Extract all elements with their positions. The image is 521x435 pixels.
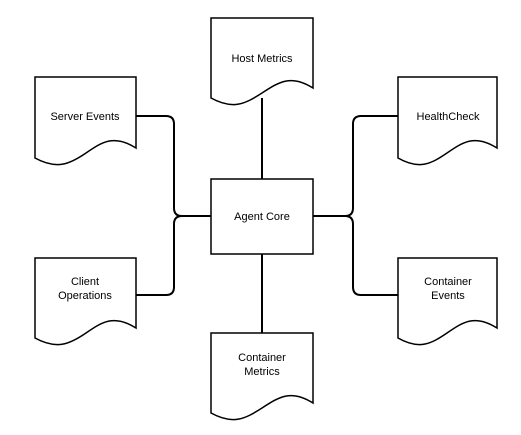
label-line: Metrics bbox=[244, 366, 280, 378]
document-shape bbox=[34, 76, 137, 166]
connectors bbox=[136, 98, 398, 333]
label-line: HealthCheck bbox=[417, 111, 480, 123]
node-agent-core[interactable]: Agent Core bbox=[210, 178, 314, 255]
document-shape bbox=[210, 332, 314, 421]
document-shape bbox=[397, 76, 498, 166]
agent-core-label: Agent Core bbox=[234, 211, 290, 223]
label-line: Container bbox=[424, 276, 472, 288]
node-label: HealthCheck bbox=[417, 111, 480, 123]
label-line: Host Metrics bbox=[231, 53, 293, 65]
connector-container-events bbox=[313, 215, 398, 296]
label-line: Client bbox=[71, 276, 99, 288]
connector-client-operations bbox=[136, 215, 211, 296]
node-healthcheck[interactable]: HealthCheck bbox=[397, 76, 498, 166]
document-shape bbox=[34, 257, 137, 346]
label-line: Events bbox=[431, 290, 465, 302]
label-line: Container bbox=[238, 352, 286, 364]
node-label: Server Events bbox=[50, 111, 120, 123]
core-box bbox=[210, 178, 314, 255]
connector-healthcheck bbox=[313, 115, 398, 217]
node-host-metrics[interactable]: Host Metrics bbox=[210, 17, 314, 106]
document-shape bbox=[397, 257, 498, 346]
node-label: Host Metrics bbox=[231, 53, 293, 65]
label-line: Server Events bbox=[50, 111, 120, 123]
label-line: Operations bbox=[58, 290, 112, 302]
document-shape bbox=[210, 17, 314, 106]
connector-server-events bbox=[136, 115, 211, 217]
node-server-events[interactable]: Server Events bbox=[34, 76, 137, 166]
